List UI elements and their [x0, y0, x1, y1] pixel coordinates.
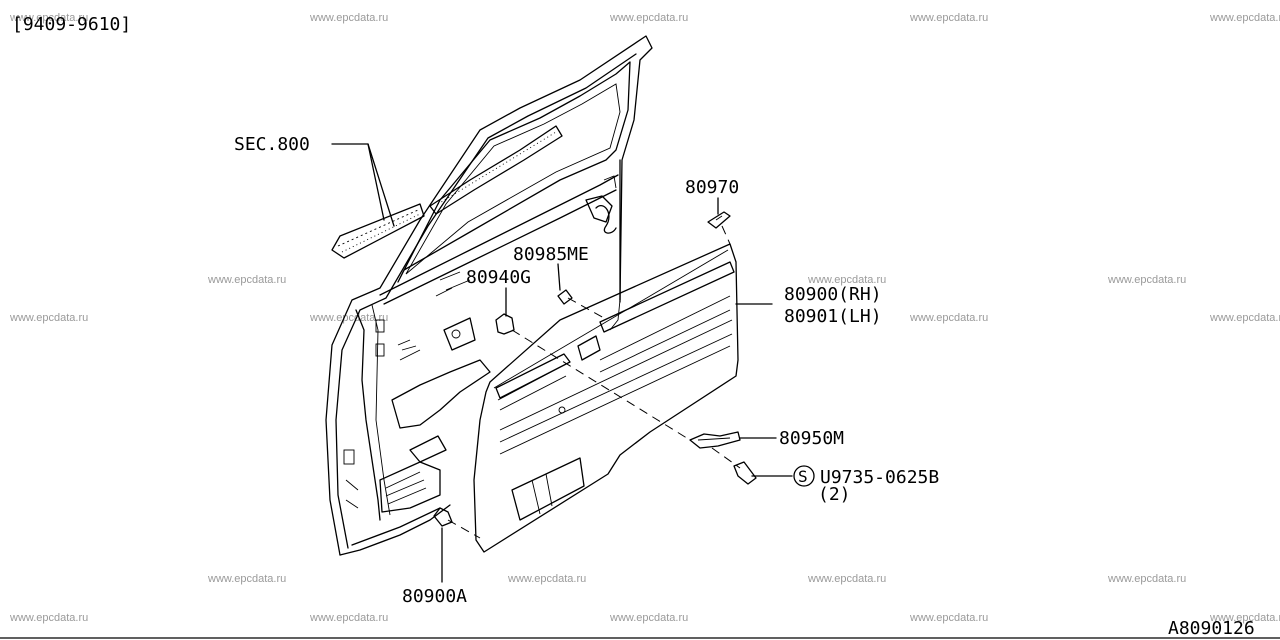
watermark: www.epcdata.ru	[9, 612, 88, 624]
label-80985me[interactable]: 80985ME	[513, 244, 589, 265]
date-range: [9409-9610]	[12, 14, 131, 35]
diagram-id: A8090126	[1168, 618, 1255, 639]
screw-symbol: S	[798, 467, 808, 486]
watermark: www.epcdata.ru	[507, 573, 586, 585]
watermark: www.epcdata.ru	[1209, 12, 1280, 24]
watermark: www.epcdata.ru	[309, 612, 388, 624]
screw-shape	[733, 461, 757, 485]
label-sec-800[interactable]: SEC.800	[234, 134, 310, 155]
part-80970-shape	[707, 211, 731, 229]
watermark: www.epcdata.ru	[309, 12, 388, 24]
part-80940g-shape	[495, 313, 515, 335]
watermark: www.epcdata.ru	[909, 612, 988, 624]
watermark: www.epcdata.ru	[609, 12, 688, 24]
part-80985me-shape	[557, 289, 573, 305]
watermark: www.epcdata.ru	[9, 12, 88, 24]
door-trim-panel	[473, 243, 739, 553]
watermark: www.epcdata.ru	[207, 573, 286, 585]
watermark: www.epcdata.ru	[807, 274, 886, 286]
label-80900a[interactable]: 80900A	[402, 586, 467, 607]
watermark: www.epcdata.ru	[909, 312, 988, 324]
label-80900-rh[interactable]: 80900(RH)	[784, 284, 882, 305]
watermark: www.epcdata.ru	[1107, 573, 1186, 585]
door-shell	[325, 35, 653, 556]
label-80940g[interactable]: 80940G	[466, 267, 531, 288]
small-parts	[433, 211, 757, 527]
callout-labels: [9409-9610] SEC.800 80970 80985ME 80940G…	[12, 14, 1255, 639]
watermark-layer: www.epcdata.ru www.epcdata.ru www.epcdat…	[9, 12, 1280, 624]
watermark: www.epcdata.ru	[909, 12, 988, 24]
watermark: www.epcdata.ru	[309, 312, 388, 324]
watermark: www.epcdata.ru	[807, 573, 886, 585]
screw-symbol-circle	[793, 465, 815, 487]
label-u9735-0625b[interactable]: U9735-0625B	[820, 467, 939, 488]
watermark: www.epcdata.ru	[9, 312, 88, 324]
leader-lines	[331, 143, 793, 583]
label-80950m[interactable]: 80950M	[779, 428, 844, 449]
label-80970[interactable]: 80970	[685, 177, 739, 198]
label-screw-qty: (2)	[818, 484, 851, 505]
watermark: www.epcdata.ru	[1209, 612, 1280, 624]
weatherstrip	[331, 125, 563, 259]
label-80901-lh[interactable]: 80901(LH)	[784, 306, 882, 327]
watermark: www.epcdata.ru	[207, 274, 286, 286]
part-80950m-shape	[689, 431, 741, 449]
watermark: www.epcdata.ru	[1107, 274, 1186, 286]
part-80900a-shape	[433, 507, 453, 527]
watermark: www.epcdata.ru	[1209, 312, 1280, 324]
watermark: www.epcdata.ru	[609, 612, 688, 624]
